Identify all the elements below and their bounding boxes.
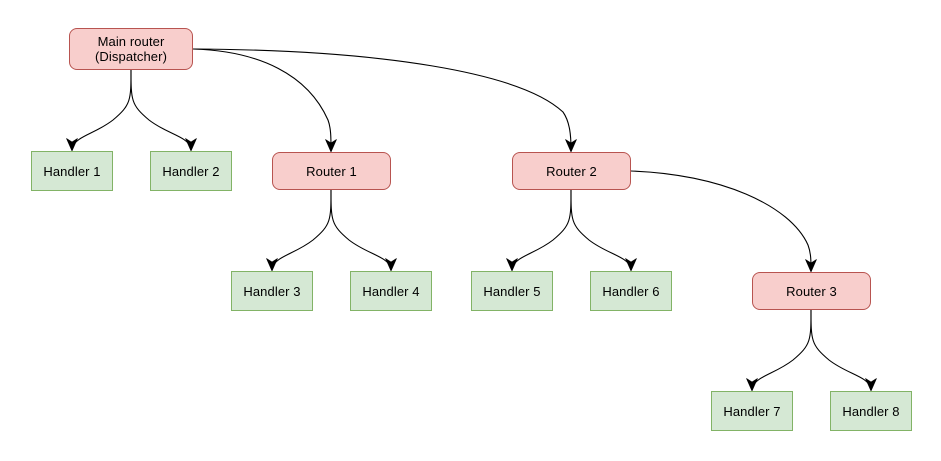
arrow-handler-1-icon bbox=[66, 138, 78, 152]
node-router-1[interactable]: Router 1 bbox=[272, 152, 391, 190]
edge-router-2-to-router-3 bbox=[630, 170, 812, 270]
node-main-router[interactable]: Main router (Dispatcher) bbox=[69, 28, 193, 70]
arrow-handler-7-icon bbox=[746, 378, 758, 392]
arrow-handler-8-icon bbox=[865, 378, 877, 392]
node-label-handler-5: Handler 5 bbox=[483, 283, 541, 299]
edge-router-2-to-handler-5 bbox=[511, 189, 572, 269]
node-handler-4[interactable]: Handler 4 bbox=[350, 271, 432, 311]
node-label-handler-6: Handler 6 bbox=[602, 283, 660, 299]
edge-router-3-to-handler-7 bbox=[751, 309, 812, 389]
edge-router-2-to-handler-6 bbox=[570, 189, 632, 269]
arrow-handler-6-icon bbox=[625, 258, 637, 272]
node-label-router-2: Router 2 bbox=[546, 163, 597, 179]
node-handler-5[interactable]: Handler 5 bbox=[471, 271, 553, 311]
node-handler-6[interactable]: Handler 6 bbox=[590, 271, 672, 311]
edge-main-to-handler-1 bbox=[71, 69, 132, 149]
node-label-handler-7: Handler 7 bbox=[723, 403, 781, 419]
arrow-router-1-icon bbox=[325, 139, 337, 153]
edge-main-to-router-1 bbox=[192, 48, 332, 150]
node-label-handler-8: Handler 8 bbox=[842, 403, 900, 419]
node-handler-1[interactable]: Handler 1 bbox=[31, 151, 113, 191]
arrow-router-3-icon bbox=[805, 259, 817, 273]
node-router-3[interactable]: Router 3 bbox=[752, 272, 871, 310]
edge-main-to-router-2 bbox=[192, 48, 572, 150]
node-label-router-1: Router 1 bbox=[306, 163, 357, 179]
arrow-handler-3-icon bbox=[266, 258, 278, 272]
node-label-router-3: Router 3 bbox=[786, 283, 837, 299]
node-handler-8[interactable]: Handler 8 bbox=[830, 391, 912, 431]
node-label-handler-1: Handler 1 bbox=[43, 163, 101, 179]
arrow-handler-2-icon bbox=[185, 138, 197, 152]
arrow-handler-5-icon bbox=[506, 258, 518, 272]
edge-router-1-to-handler-3 bbox=[271, 189, 332, 269]
node-router-2[interactable]: Router 2 bbox=[512, 152, 631, 190]
node-label-handler-2: Handler 2 bbox=[162, 163, 220, 179]
edges-group bbox=[71, 48, 872, 389]
node-label-handler-4: Handler 4 bbox=[362, 283, 420, 299]
node-handler-2[interactable]: Handler 2 bbox=[150, 151, 232, 191]
edge-main-to-handler-2 bbox=[130, 69, 192, 149]
arrow-router-2-icon bbox=[565, 139, 577, 153]
arrow-handler-4-icon bbox=[385, 258, 397, 272]
node-handler-7[interactable]: Handler 7 bbox=[711, 391, 793, 431]
node-label-handler-3: Handler 3 bbox=[243, 283, 301, 299]
edge-router-3-to-handler-8 bbox=[810, 309, 872, 389]
node-label-main-router: Main router (Dispatcher) bbox=[95, 34, 167, 64]
node-handler-3[interactable]: Handler 3 bbox=[231, 271, 313, 311]
edge-router-1-to-handler-4 bbox=[330, 189, 392, 269]
